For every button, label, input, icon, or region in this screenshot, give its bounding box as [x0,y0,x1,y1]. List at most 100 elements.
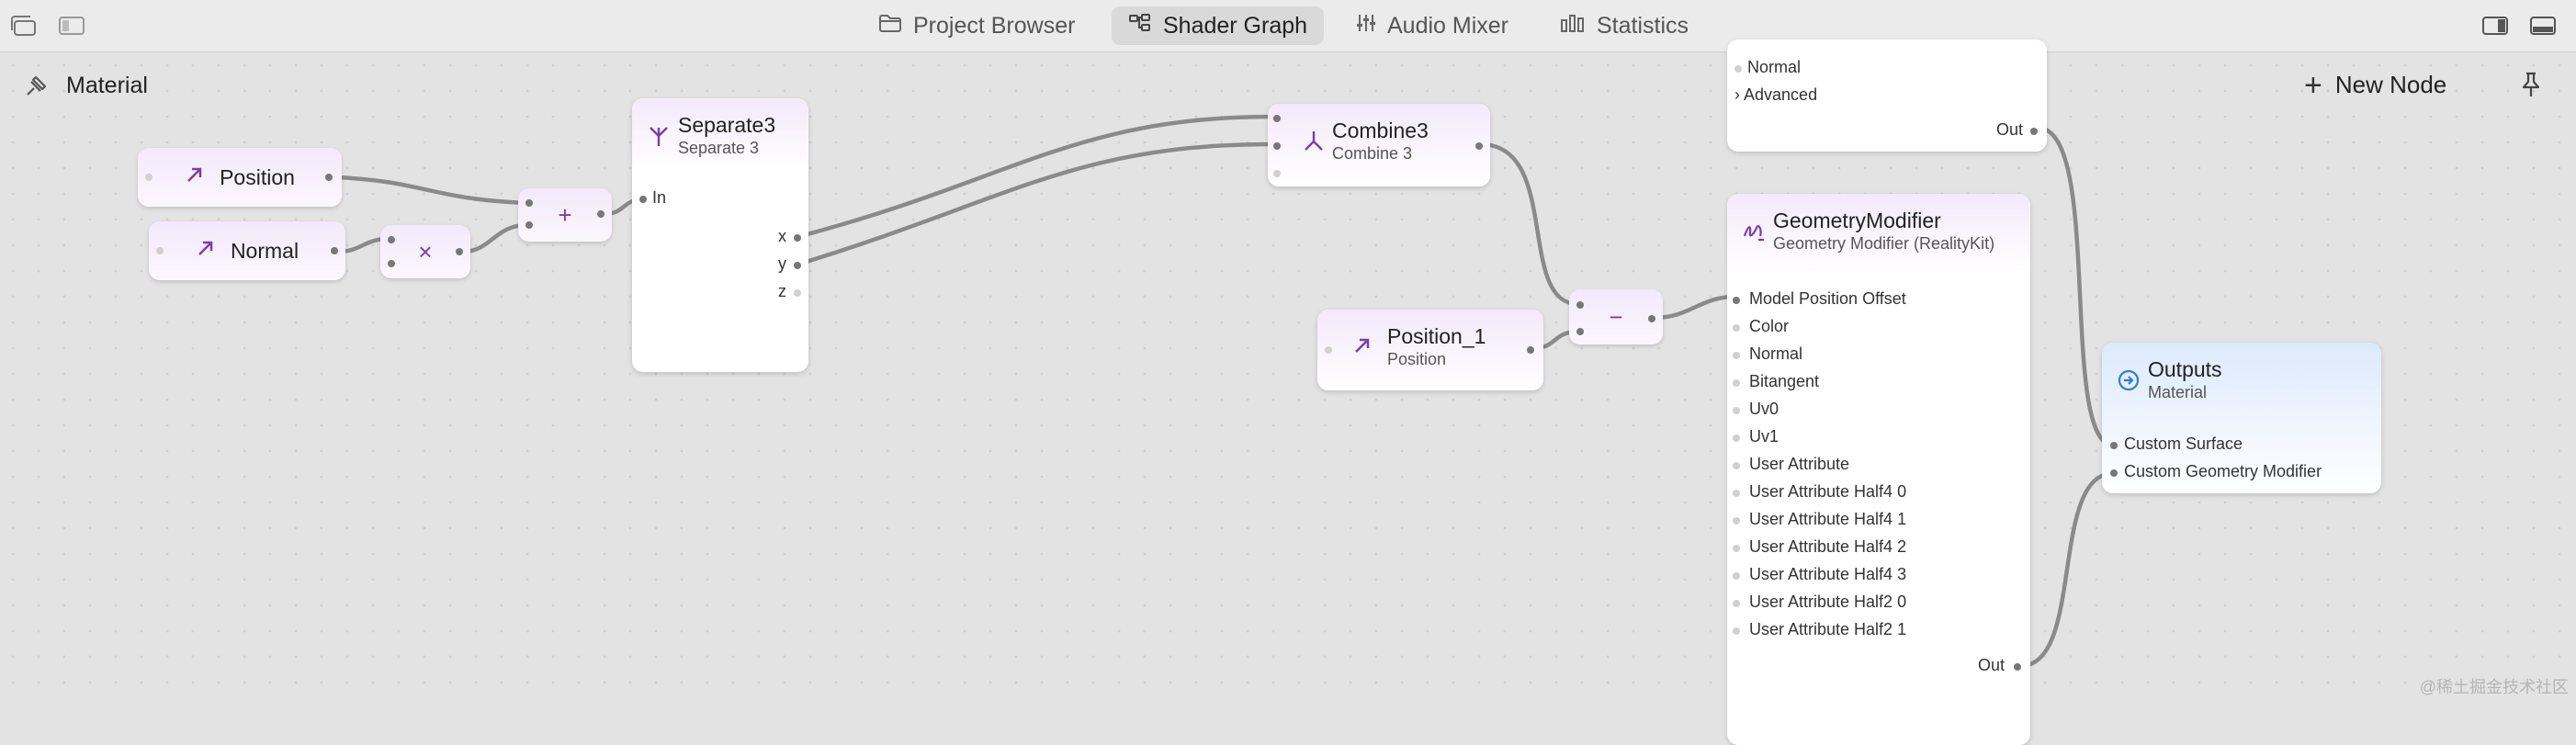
input-port-7[interactable] [1733,490,1740,497]
node-title: Combine3 [1332,119,1429,142]
input-port-normal[interactable] [1734,65,1742,73]
input-port-x[interactable] [1273,115,1281,122]
normal-node[interactable]: Normal [149,221,345,280]
add-symbol: + [558,200,572,229]
input-port-12[interactable] [1733,627,1740,635]
input-label-9: User Attribute Half4 2 [1749,537,1907,556]
node-subtitle: Separate 3 [678,139,760,157]
wire-separate-y-combine [797,141,1276,266]
input-port-6[interactable] [1733,462,1740,469]
input-port-a[interactable] [388,236,395,243]
input-port-b[interactable] [388,260,395,267]
output-port[interactable] [1475,142,1483,150]
advanced-disclosure[interactable]: › Advanced [1734,85,1817,105]
position-node[interactable]: Position [138,148,342,207]
wire-geometry-out-outputs [2017,470,2117,669]
input-label-custom-geometry-modifier: Custom Geometry Modifier [2124,462,2322,480]
input-port[interactable] [145,174,153,181]
node-title: Normal [230,238,299,263]
output-label-z: z [778,282,786,300]
tab-statistics[interactable]: Statistics [1543,6,1705,45]
geometry-modifier-node[interactable]: GeometryModifier Geometry Modifier (Real… [1727,194,2030,745]
folder-icon [878,13,902,40]
input-port[interactable] [1325,346,1332,354]
input-port-a[interactable] [1576,301,1584,309]
separate3-node[interactable]: Separate3 Separate 3 In x y z [632,98,808,372]
bottom-panel-toggle-icon[interactable] [2528,13,2558,39]
input-port-1[interactable] [1733,324,1740,332]
combine3-node[interactable]: Combine3 Combine 3 [1268,104,1490,186]
input-port-y[interactable] [1273,142,1281,150]
pin-icon[interactable] [2519,71,2543,103]
position-1-node[interactable]: Position_1 Position [1317,310,1543,390]
top-toolbar: Project Browser Shader Graph Audio Mixer… [0,0,2576,52]
advanced-label: Advanced [1744,85,1818,104]
output-port-z[interactable] [794,289,801,297]
tab-shader-graph[interactable]: Shader Graph [1112,6,1325,45]
tab-label: Audio Mixer [1387,12,1508,39]
node-header: Outputs Material [2102,343,2381,414]
node-title: GeometryModifier [1773,209,1941,232]
sliders-icon [1356,13,1376,40]
multiply-node[interactable]: × [380,225,470,278]
output-label-x: x [778,227,786,245]
node-title: Outputs [2148,357,2222,381]
output-port[interactable] [1648,315,1655,322]
output-port[interactable] [325,174,333,181]
new-node-button[interactable]: + New Node [2304,70,2446,101]
wire-combine-subtract [1477,141,1581,307]
wire-separate-x-combine [797,114,1276,239]
input-port-2[interactable] [1733,352,1740,359]
input-port-11[interactable] [1733,600,1740,607]
node-title: Position [220,164,295,189]
output-port[interactable] [331,247,338,254]
tab-audio-mixer[interactable]: Audio Mixer [1339,6,1525,45]
output-port[interactable] [456,248,463,255]
outputs-node[interactable]: Outputs Material Custom Surface Custom G… [2102,343,2381,493]
wire-top-out-outputs [2035,125,2117,448]
node-header: Separate3 Separate 3 [632,98,808,170]
subtract-node[interactable]: − [1569,289,1663,344]
node-header: Combine3 Combine 3 [1268,104,1490,186]
input-port-8[interactable] [1733,517,1740,525]
input-port[interactable] [156,247,164,254]
input-port-custom-surface[interactable] [2110,442,2118,449]
input-port-3[interactable] [1733,379,1740,387]
input-port-4[interactable] [1733,407,1740,414]
input-port-in[interactable] [639,196,647,203]
output-port[interactable] [597,210,604,218]
pin-tool-icon[interactable] [22,73,50,105]
output-port[interactable] [1527,346,1534,354]
output-port-y[interactable] [794,262,801,269]
arrow-up-right-icon [196,238,216,264]
input-port-custom-geometry-modifier[interactable] [2110,469,2118,477]
chevron-right-icon: › [1734,85,1740,104]
input-port-0[interactable] [1733,297,1740,304]
input-label-4: Uv0 [1749,400,1779,418]
input-port-a[interactable] [525,199,533,207]
multiply-symbol: × [418,237,433,265]
input-port-5[interactable] [1733,435,1740,442]
tab-label: Statistics [1597,12,1689,39]
output-port-out[interactable] [2014,663,2021,671]
right-panel-toggle-icon[interactable] [2480,13,2510,39]
partial-node-top[interactable]: Normal › Advanced Out [1727,40,2047,152]
windows-icon[interactable] [9,13,39,39]
output-port-out[interactable] [2030,128,2038,135]
outputs-arrow-icon [2117,368,2141,392]
tab-project-browser[interactable]: Project Browser [862,6,1091,45]
arrow-up-right-icon [1352,335,1376,359]
input-port-10[interactable] [1733,572,1740,580]
input-port-z[interactable] [1273,170,1281,177]
graph-canvas[interactable]: Material + New Node Position Normal × + [0,40,2576,745]
tab-label: Shader Graph [1163,12,1308,39]
output-port-x[interactable] [794,234,801,242]
add-node[interactable]: + [518,188,612,242]
node-subtitle: Material [2148,383,2208,401]
input-port-b[interactable] [525,221,533,229]
wire-subtract-geometry [1651,294,1738,321]
subtract-symbol: − [1609,302,1623,331]
sidebar-toggle-icon[interactable] [57,13,86,39]
input-port-b[interactable] [1576,328,1584,335]
input-port-9[interactable] [1733,545,1740,552]
